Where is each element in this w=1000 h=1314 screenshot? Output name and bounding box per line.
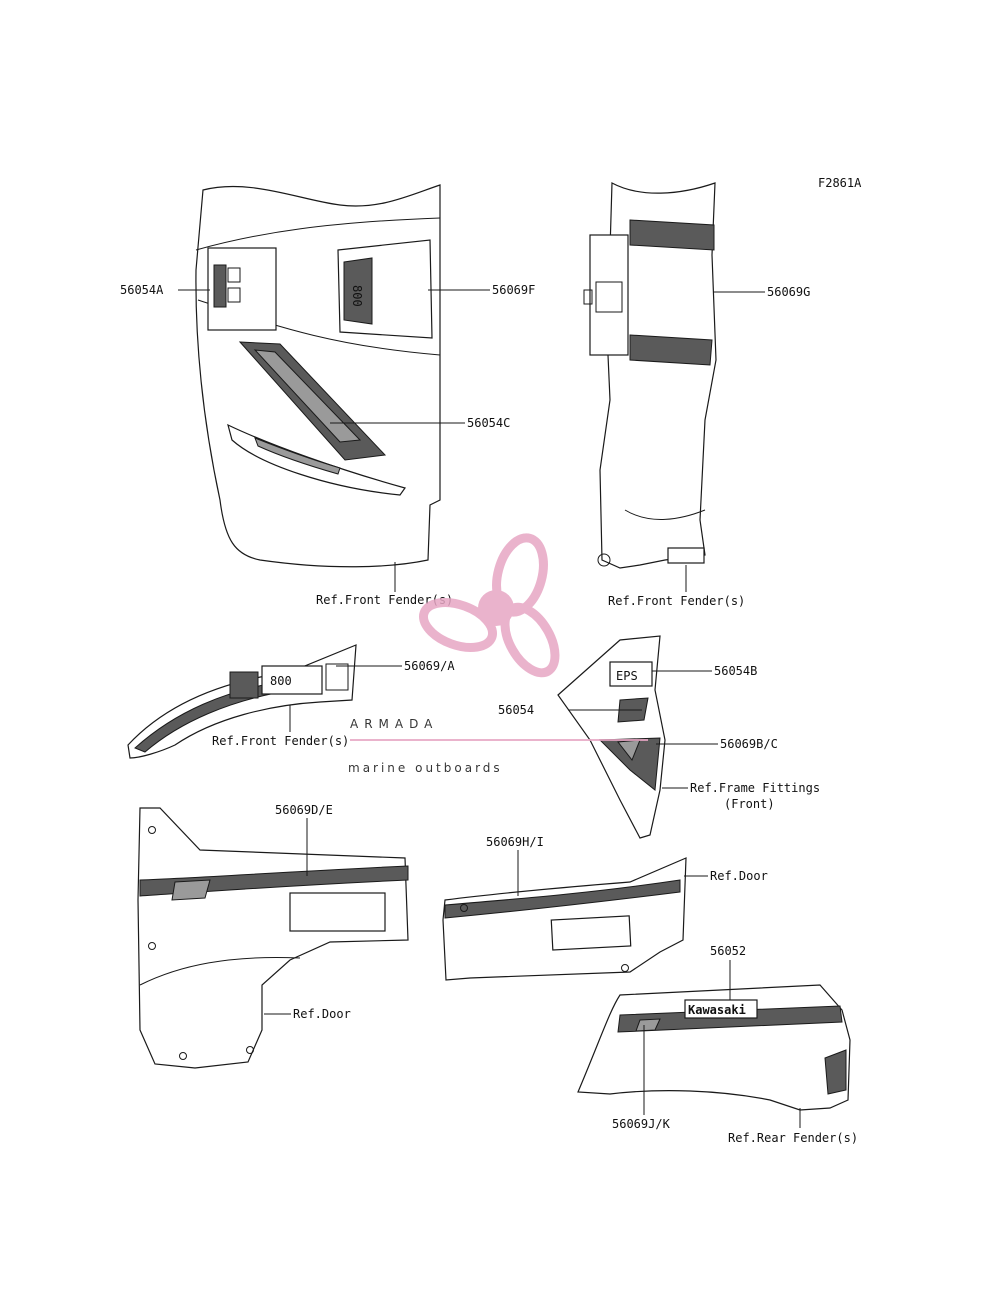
ref-frame-fittings-front: (Front) [724, 797, 775, 811]
leader-lines [178, 289, 801, 1128]
decal-56052-text: Kawasaki [688, 1003, 746, 1017]
watermark-tagline: marine outboards [348, 761, 503, 775]
ref-front-fender-3: Ref.Front Fender(s) [212, 734, 349, 748]
armada-watermark: ARMADA marine outboards [348, 533, 648, 775]
hood-decal-panel: 800 [127, 644, 357, 759]
callout-56069G: 56069G [767, 285, 810, 299]
watermark-brand: ARMADA [350, 717, 438, 731]
callout-labels: 56054A 56069F 56054C 56069G 56069/A 5605… [120, 283, 810, 1131]
ref-frame-fittings: Ref.Frame Fittings [690, 781, 820, 795]
ref-front-fender-2: Ref.Front Fender(s) [608, 594, 745, 608]
callout-56052: 56052 [710, 944, 746, 958]
decal-56069F-text: 800 [350, 285, 364, 307]
callout-56069BC: 56069B/C [720, 737, 778, 751]
rear-fender: Kawasaki [577, 984, 851, 1111]
callout-56054A: 56054A [120, 283, 164, 297]
ref-front-fender-1: Ref.Front Fender(s) [316, 593, 453, 607]
ref-door-2: Ref.Door [293, 1007, 351, 1021]
callout-56069F: 56069F [492, 283, 535, 297]
callout-56069DE: 56069D/E [275, 803, 333, 817]
callout-56054C: 56054C [467, 416, 510, 430]
ref-rear-fender: Ref.Rear Fender(s) [728, 1131, 858, 1145]
callout-56069JK: 56069J/K [612, 1117, 671, 1131]
decal-56069A [261, 665, 323, 695]
decal-56054B-text: EPS [616, 669, 638, 683]
figure-code: F2861A [818, 176, 862, 190]
callout-56054: 56054 [498, 703, 534, 717]
propeller-logo [418, 533, 560, 678]
callout-56054B: 56054B [714, 664, 757, 678]
door-panel-right [442, 857, 687, 981]
front-fender-right [583, 182, 717, 569]
decal-56054B [609, 661, 653, 687]
callout-56069A: 56069/A [404, 659, 455, 673]
front-fender-left: 800 [195, 184, 441, 568]
decal-56069A-text: 800 [270, 674, 292, 688]
callout-56069HI: 56069H/I [486, 835, 544, 849]
door-panel-left [137, 807, 409, 1069]
decal-56052 [684, 999, 758, 1019]
ref-door-1: Ref.Door [710, 869, 768, 883]
frame-fitting-panel: EPS [557, 635, 666, 839]
reference-labels: Ref.Front Fender(s) Ref.Front Fender(s) … [212, 593, 858, 1145]
